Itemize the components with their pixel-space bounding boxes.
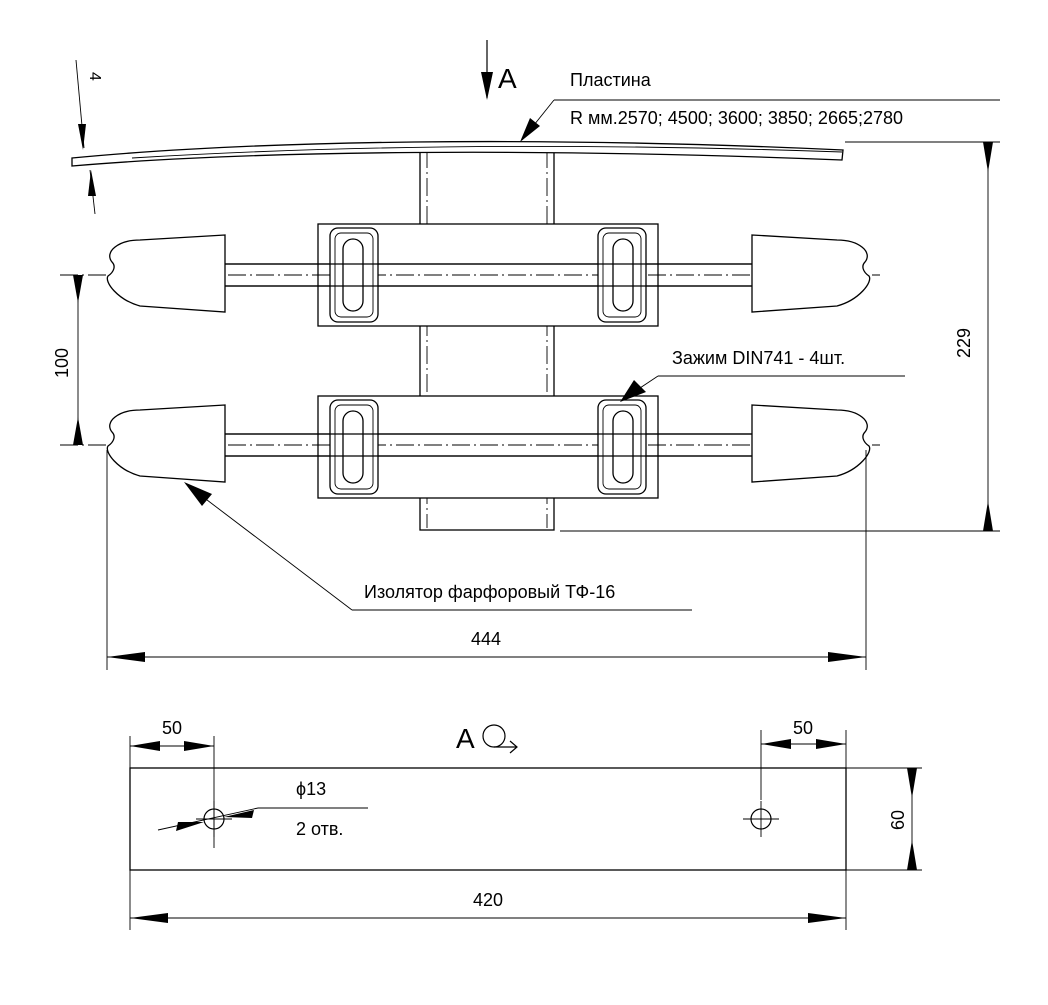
insulator-upper-right (751, 234, 871, 313)
hole-count: 2 отв. (296, 819, 343, 839)
height-value: 229 (954, 328, 974, 358)
hole-diameter: ϕ13 (296, 779, 326, 799)
lower-rod-assembly (60, 395, 880, 499)
view-arrow-a: A (481, 40, 517, 100)
hole-offset-left-value: 50 (162, 718, 182, 738)
view-a-label: A (456, 723, 475, 754)
view-a-title: A (456, 723, 518, 754)
rotation-icon (482, 724, 506, 748)
thickness-value: 4 (86, 72, 103, 81)
insulator-upper-left (106, 234, 226, 313)
height-dimension: 229 (560, 141, 1000, 532)
plate-length-dimension: 420 (129, 870, 847, 930)
plate-width-dimension: 60 (846, 767, 922, 871)
plate-radius: R мм.2570; 4500; 3600; 3850; 2665;2780 (570, 108, 903, 128)
overall-width-value: 444 (471, 629, 501, 649)
hole-offset-left-dimension: 50 (129, 718, 215, 848)
flat-plate (129, 767, 847, 871)
spacing-value: 100 (52, 348, 72, 378)
insulator-lower-right (751, 404, 871, 483)
hole-leader: ϕ13 2 отв. (157, 779, 368, 839)
insulator-lower-left (106, 404, 226, 483)
insulator-label: Изолятор фарфоровый ТФ-16 (364, 582, 615, 602)
overall-width-dimension: 444 (106, 450, 867, 670)
view-arrow-label: A (498, 63, 517, 94)
hole-offset-right-dimension: 50 (760, 718, 847, 800)
spacing-dimension: 100 (52, 275, 83, 445)
plate-width-value: 60 (888, 810, 908, 830)
insulator-leader: Изолятор фарфоровый ТФ-16 (184, 482, 692, 611)
plate-length-value: 420 (473, 890, 503, 910)
curved-plate (71, 140, 844, 167)
upper-rod-assembly (60, 223, 880, 327)
clamp-label: Зажим DIN741 - 4шт. (672, 348, 845, 368)
plate-title: Пластина (570, 70, 652, 90)
clamp-leader: Зажим DIN741 - 4шт. (620, 348, 905, 402)
thickness-dimension: 4 (75, 59, 103, 215)
hole-offset-right-value: 50 (793, 718, 813, 738)
plate-leader: Пластина R мм.2570; 4500; 3600; 3850; 26… (520, 70, 1000, 142)
